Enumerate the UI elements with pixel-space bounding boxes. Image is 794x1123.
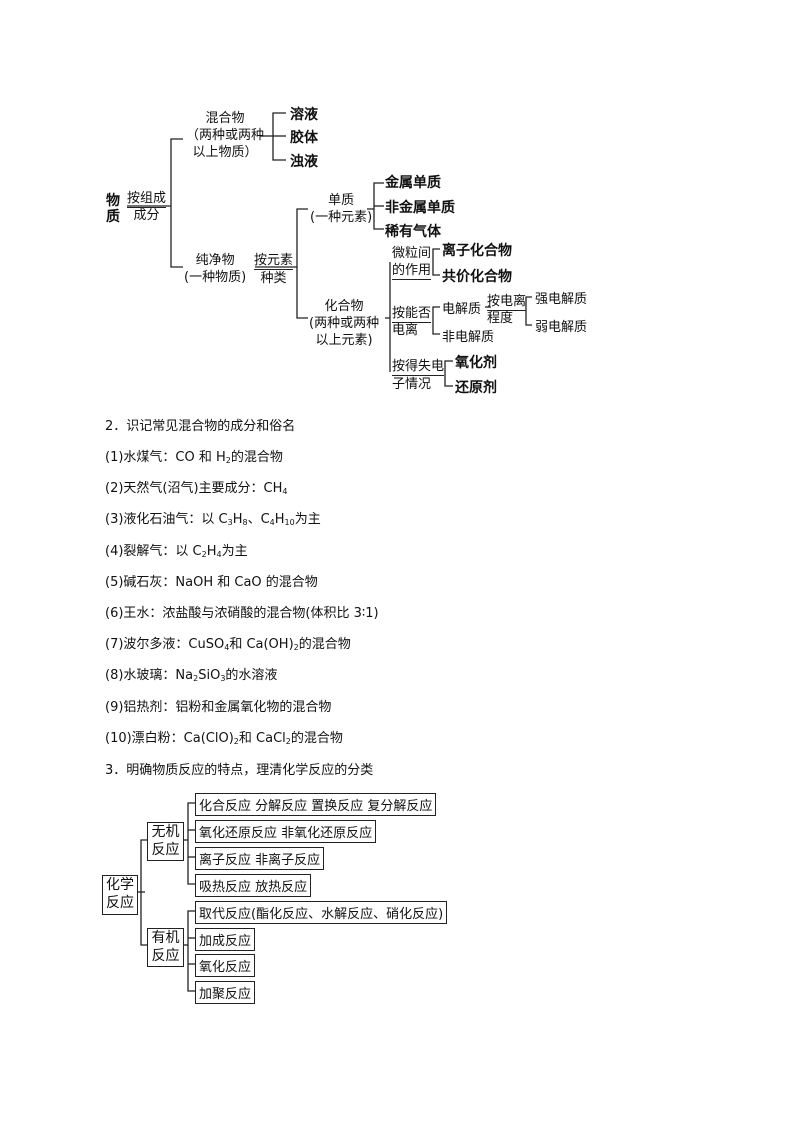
simple-type-nonmetal: 非金属单质 [385, 200, 455, 216]
inorganic-item-1: 化合反应 分解反应 置换反应 复分解反应 [195, 793, 437, 816]
non-electrolyte-label: 非电解质 [442, 330, 495, 345]
compound-node: 化合物 (两种或两种 以上元素) [309, 299, 380, 348]
section2-heading: 2．识记常见混合物的成分和俗名 [105, 419, 296, 434]
electron-transfer-label: 按得失电 子情况 [392, 359, 445, 392]
inorganic-item-2: 氧化还原反应 非氧化还原反应 [195, 820, 377, 843]
mixture-node: 混合物 （两种或两种 以上物质） [186, 111, 265, 160]
weak-electrolyte-label: 弱电解质 [535, 320, 588, 335]
ionization-degree-label: 按电离 程度 [487, 294, 527, 326]
mixture-item-10: (10)漂白粉：Ca(ClO)2和 CaCl2的混合物 [105, 731, 343, 746]
electrolyte-label: 电解质 [442, 302, 482, 317]
organic-item-4: 加聚反应 [195, 981, 256, 1004]
micro-interaction-label: 微粒间 的作用 [392, 246, 432, 280]
mixture-item-1: (1)水煤气：CO 和 H2的混合物 [105, 450, 283, 465]
by-composition-label: 按组成 成分 [127, 191, 167, 223]
inorganic-item-4: 吸热反应 放热反应 [195, 874, 312, 897]
mixture-item-7: (7)波尔多液：CuSO4和 Ca(OH)2的混合物 [105, 637, 351, 652]
compound-type-ionic: 离子化合物 [442, 243, 512, 259]
simple-type-noble-gas: 稀有气体 [385, 224, 441, 240]
mixture-item-4: (4)裂解气：以 C2H4为主 [105, 544, 248, 559]
simple-substance-node: 单质 (一种元素) [310, 193, 373, 225]
inorganic-reaction-node: 无机 反应 [147, 822, 184, 861]
inorganic-item-3: 离子反应 非离子反应 [195, 847, 325, 870]
by-element-label: 按元素 种类 [254, 253, 294, 286]
organic-item-1: 取代反应(酯化反应、水解反应、硝化反应) [195, 901, 448, 924]
matter-root-label: 物 质 [106, 193, 120, 225]
reducer-label: 还原剂 [455, 380, 497, 396]
mixture-type-solution: 溶液 [290, 107, 318, 123]
strong-electrolyte-label: 强电解质 [535, 292, 588, 307]
compound-type-covalent: 共价化合物 [442, 269, 512, 285]
mixture-type-suspension: 浊液 [290, 154, 318, 170]
mixture-item-2: (2)天然气(沼气)主要成分：CH4 [105, 481, 288, 496]
organic-item-3: 氧化反应 [195, 954, 256, 977]
mixture-item-5: (5)碱石灰：NaOH 和 CaO 的混合物 [105, 575, 318, 590]
oxidizer-label: 氧化剂 [455, 355, 497, 371]
ionization-label: 按能否 电离 [392, 306, 432, 338]
simple-type-metal: 金属单质 [385, 175, 441, 191]
organic-reaction-node: 有机 反应 [147, 928, 184, 967]
mixture-item-6: (6)王水：浓盐酸与浓硝酸的混合物(体积比 3∶1) [105, 606, 379, 621]
chemical-reaction-root: 化学 反应 [102, 875, 138, 915]
organic-item-2: 加成反应 [195, 928, 256, 951]
mixture-item-9: (9)铝热剂：铝粉和金属氧化物的混合物 [105, 700, 332, 715]
mixture-item-3: (3)液化石油气：以 C3H8、C4H10为主 [105, 512, 321, 527]
section3-heading: 3．明确物质反应的特点，理清化学反应的分类 [105, 763, 374, 778]
mixture-item-8: (8)水玻璃：Na2SiO3的水溶液 [105, 668, 278, 683]
classification-connector-lines [127, 112, 532, 387]
mixture-type-colloid: 胶体 [290, 130, 318, 146]
pure-substance-node: 纯净物 (一种物质) [184, 253, 247, 285]
